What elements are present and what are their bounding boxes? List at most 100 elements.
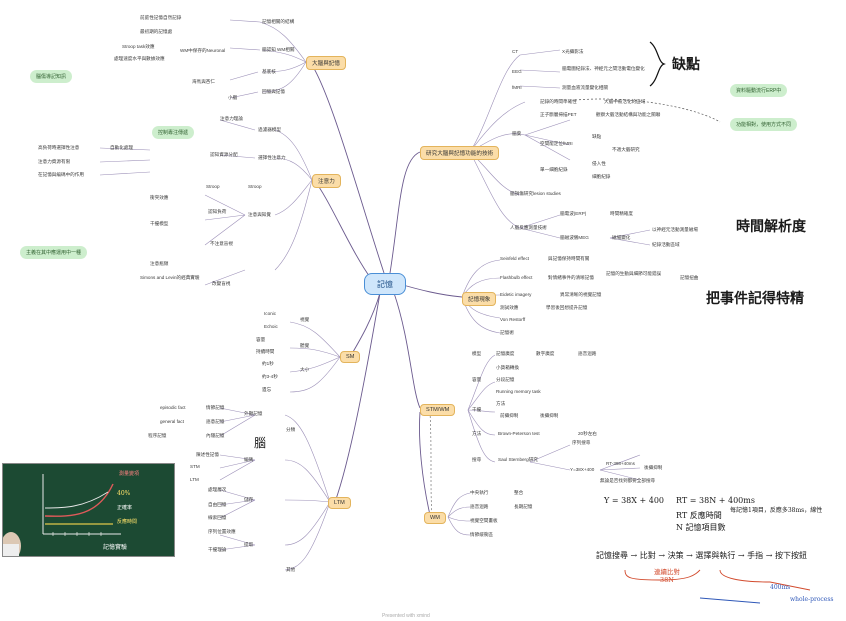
leaf-c7: 記錄的時間準確性	[540, 99, 577, 104]
leaf-e6: 記憶扭曲	[680, 275, 699, 280]
leaf-pet: 正子斷層掃描PET	[540, 112, 577, 117]
leaf-h13: 處理層次	[208, 487, 227, 492]
leaf-eeg: EEG	[512, 69, 522, 74]
leaf-h20: 干擾理論	[208, 547, 227, 552]
leaf-d13: 在記憶與編碼中的作用	[38, 172, 84, 177]
leaf-c12: 空間能定位fMRI	[540, 141, 573, 146]
leaf-h12: 編碼	[244, 457, 254, 462]
leaf-g16: Saul Sternberg研究	[498, 457, 538, 462]
leaf-h2: 情節記憶	[206, 405, 225, 410]
leaf-h8: 陳述性記憶	[196, 452, 219, 457]
leaf-h3: general fact	[160, 419, 185, 424]
video-label-40: 40%	[117, 490, 131, 497]
footer-watermark: Presented with xmind	[382, 613, 430, 619]
leaf-f4: 聽覺	[300, 343, 310, 348]
leaf-c19: 人腦反應測量技術	[510, 225, 547, 230]
handwriting-brain: 腦	[254, 436, 267, 450]
leaf-fmri: fMRI	[512, 85, 522, 90]
leaf-g8: Running memory task	[496, 389, 541, 394]
leaf-c18: 腦損傷研究lesion studies	[510, 191, 561, 196]
leaf-g6: 小貨箱轉換	[496, 365, 519, 370]
leaf-g15: 搜尋	[472, 457, 482, 462]
leaf-f8: 約3-4秒	[262, 374, 278, 379]
root-node[interactable]: 記憶	[364, 273, 406, 295]
branch-ltm[interactable]: LTM	[328, 497, 351, 509]
handwriting-process-chain: 記憶搜尋 → 比對 → 決策 → 選擇與執行 → 手指 → 按下按鈕	[596, 551, 807, 560]
leaf-a9: 基底核	[262, 69, 276, 74]
handwriting-38n: 38N	[660, 576, 674, 584]
handwriting-formula-y: Y = 38X + 400	[604, 496, 665, 505]
leaf-g15-method: 方法	[472, 431, 482, 436]
leaf-w6: 長期記憶	[514, 504, 533, 509]
leaf-f5: 容量	[256, 337, 266, 342]
leaf-h5: 外顯記憶	[244, 411, 263, 416]
leaf-a5: 記憶相關的結構	[262, 19, 295, 24]
leaf-g3: 數字廣度	[536, 351, 555, 356]
leaf-h15: 線索回憶	[208, 515, 227, 520]
handwriting-side-note: 每記憶1項目，反應多38ms，線性	[730, 507, 823, 514]
note-brain-damage: 腦傷導記知訊	[30, 70, 73, 83]
branch-sm[interactable]: SM	[340, 351, 361, 363]
leaf-d1: 注意力理論	[220, 116, 243, 121]
leaf-fmri-desc: 測量血液流量變化相關	[562, 85, 608, 90]
handwriting-400ms: 400ms	[770, 584, 791, 591]
branch-stm-wm[interactable]: STM/WM	[420, 404, 456, 416]
leaf-d12: 注意力資源有限	[38, 159, 71, 164]
leaf-a3: Stroop task效應	[122, 44, 155, 49]
leaf-e4: 對情緒事件的清晰記憶	[548, 275, 594, 280]
video-label-rt: 反應時間	[117, 519, 138, 525]
leaf-e3: Flashbulb effect	[500, 275, 533, 280]
leaf-ct: CT	[512, 49, 519, 54]
handwriting-continuous-compare: 連續比對	[654, 568, 680, 576]
leaf-g9: 方法	[496, 401, 506, 406]
branch-research-techniques[interactable]: 研究大腦與記憶功能的技術	[420, 146, 500, 160]
leaf-g1: 模型	[472, 351, 482, 356]
lecture-video-thumbnail[interactable]: 測量變項 40% 正確率 反應時間 記憶實驗	[2, 463, 175, 557]
leaf-c25: 紀錄活動區域	[652, 242, 680, 247]
leaf-c20: 腦電波(ERP)	[560, 211, 587, 216]
note-function: 功能相對，使用方式不同	[730, 118, 798, 131]
leaf-g13b: 後攝抑制	[644, 465, 663, 470]
leaf-g11: 干擾	[472, 407, 482, 412]
leaf-d17: 注意瓶頸	[150, 261, 169, 266]
leaf-h9: STM	[190, 464, 200, 469]
leaf-g14: 20秒左右	[578, 431, 597, 436]
handwriting-formula-rt: RT = 38N + 400ms	[676, 496, 755, 505]
leaf-stroop: Stroop	[248, 184, 262, 189]
leaf-c24: 以神經元活動測量磁場	[652, 227, 698, 232]
leaf-a7: 腦認知 WM相關	[262, 47, 295, 52]
leaf-f10: 遺忘	[262, 387, 272, 392]
leaf-xray: X光攝影法	[562, 49, 584, 54]
leaf-e12: Von Restorff	[500, 317, 526, 322]
leaf-c8: 大腦中被活化的區域	[604, 99, 646, 104]
leaf-g20: 無論是否找到都要全部搜尋	[600, 478, 656, 483]
branch-attention[interactable]: 注意力	[312, 174, 341, 188]
branch-memory-phenomena[interactable]: 記憶現象	[462, 292, 497, 306]
leaf-d16: 不注意盲視	[210, 241, 233, 246]
branch-wm[interactable]: WM	[424, 512, 446, 524]
leaf-f1: Iconic	[264, 311, 277, 316]
leaf-f7: 約1秒	[262, 361, 274, 366]
leaf-h4: 語意記憶	[206, 419, 225, 424]
leaf-d6: Stroop	[206, 184, 220, 189]
branch-brain-memory[interactable]: 大腦與記憶	[306, 56, 346, 70]
leaf-h6: 程序記憶	[148, 433, 167, 438]
handwriting-whole-process: whole-process	[790, 596, 834, 603]
leaf-c16: 侵入性	[592, 161, 606, 166]
leaf-g4: 語音迴路	[578, 351, 597, 356]
leaf-g17: RT-398+40ms	[606, 461, 635, 466]
leaf-f2: Echoic	[264, 324, 278, 329]
leaf-a4: 處理速度水平與數據效應	[114, 56, 165, 61]
leaf-g19: 序列搜尋	[572, 440, 591, 445]
leaf-w3: 視覺空間畫板	[470, 518, 498, 523]
leaf-h11: 分類	[286, 427, 296, 432]
leaf-a12: 回憶與記憶	[262, 89, 285, 94]
video-label-accuracy: 正確率	[117, 505, 133, 511]
leaf-d9: 干擾模型	[150, 221, 169, 226]
leaf-h18: 提取	[244, 542, 254, 547]
video-label-variable: 測量變項	[119, 471, 140, 477]
handwriting-time-resolution: 時間解析度	[736, 219, 806, 235]
leaf-w4: 情節緩衝區	[470, 532, 493, 537]
leaf-d11: 高負荷時選擇性注意	[38, 145, 80, 150]
